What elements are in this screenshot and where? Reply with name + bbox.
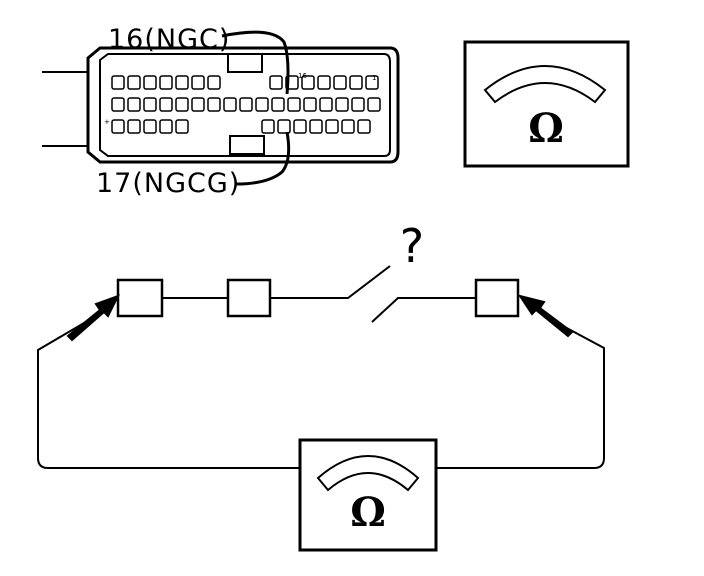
wire-2-break (270, 265, 391, 299)
connector-pin-cavity (303, 97, 317, 112)
ohmmeter-icon (316, 455, 420, 492)
ohmmeter-bottom-body (298, 438, 438, 552)
connector-pin-cavity (349, 75, 363, 90)
ohm-symbol-top: Ω (528, 105, 564, 152)
circuit-component-3 (474, 278, 520, 318)
connector-pin-cavity (191, 97, 205, 112)
connector-pin-cavity (175, 75, 189, 90)
connector-pin-cavity (143, 75, 157, 90)
connector-pin-cavity (159, 119, 173, 134)
connector-pin-cavity (111, 97, 125, 112)
connector-pin-cavity (255, 97, 269, 112)
connector-pin-grid (111, 75, 381, 134)
connector-pin-cavity (143, 119, 157, 134)
pin-17-label: 17(NGCG) (96, 168, 240, 199)
ohm-symbol-bottom: Ω (350, 489, 386, 536)
connector-key-bottom (229, 135, 265, 155)
test-circuit: ? (37, 219, 605, 469)
connector-pin-cavity (351, 97, 365, 112)
connector-pin-cavity (239, 97, 253, 112)
connector-pin-cavity (159, 75, 173, 90)
connector-pin-cavity (309, 119, 323, 134)
circuit-component-1 (116, 278, 164, 318)
circuit-component-2 (226, 278, 272, 318)
connector-pin-cavity (333, 75, 347, 90)
connector-pin-cavity (261, 119, 275, 134)
connector-pin-cavity (111, 75, 125, 90)
connector-pin-cavity (335, 97, 349, 112)
connector-pin-cavity (277, 119, 291, 134)
pin-16-label: 16(NGC) (108, 24, 230, 55)
ohmmeter-bottom: Ω (298, 438, 438, 552)
connector-pin-cavity (175, 119, 189, 134)
connector-pin-cavity (207, 97, 221, 112)
connector-pin-cavity (127, 75, 141, 90)
probe-arrow-left-icon (66, 294, 121, 342)
connector-pin-cavity (341, 119, 355, 134)
open-circuit-question-mark: ? (400, 219, 424, 273)
connector-pin-cavity (127, 97, 141, 112)
probe-line-pin16 (221, 30, 290, 95)
connector-pin-cavity (325, 119, 339, 134)
connector-pin-cavity (207, 75, 221, 90)
test-lead-right (436, 317, 605, 469)
connector-pin-cavity (223, 97, 237, 112)
connector-pin-cavity (271, 97, 285, 112)
connector-pin-cavity (175, 97, 189, 112)
probe-arrow-right-icon (517, 294, 574, 338)
ohmmeter-top-body (463, 40, 630, 168)
connector-pin-cavity (127, 119, 141, 134)
connector-pin-cavity (269, 75, 283, 90)
connector-pin-cavity (319, 97, 333, 112)
ohmmeter-icon (483, 65, 607, 104)
connector-pin-cavity (357, 119, 371, 134)
connector-pin-cavity (301, 75, 315, 90)
connector-pin-cavity (317, 75, 331, 90)
ohmmeter-top: Ω (463, 40, 630, 168)
connector-pin-cavity (111, 119, 125, 134)
pin-mark-16: 16 (298, 72, 307, 80)
connector-key-top (227, 53, 263, 73)
pin-mark-left: + (104, 118, 110, 126)
connector-pin-cavity (159, 97, 173, 112)
connector-pin-cavity (293, 119, 307, 134)
connector-pin-cavity (143, 97, 157, 112)
ecu-connector: + 16 1 16(NGC) 17(NGCG) (42, 24, 400, 199)
test-lead-left (37, 315, 300, 469)
connector-pin-cavity (287, 97, 301, 112)
connector-pin-cavity (367, 97, 381, 112)
wire-break-3 (371, 297, 476, 323)
pin-mark-1: 1 (372, 74, 376, 82)
probe-line-pin17 (235, 131, 291, 186)
connector-pin-cavity (365, 75, 379, 90)
connector-pin-cavity (191, 75, 205, 90)
